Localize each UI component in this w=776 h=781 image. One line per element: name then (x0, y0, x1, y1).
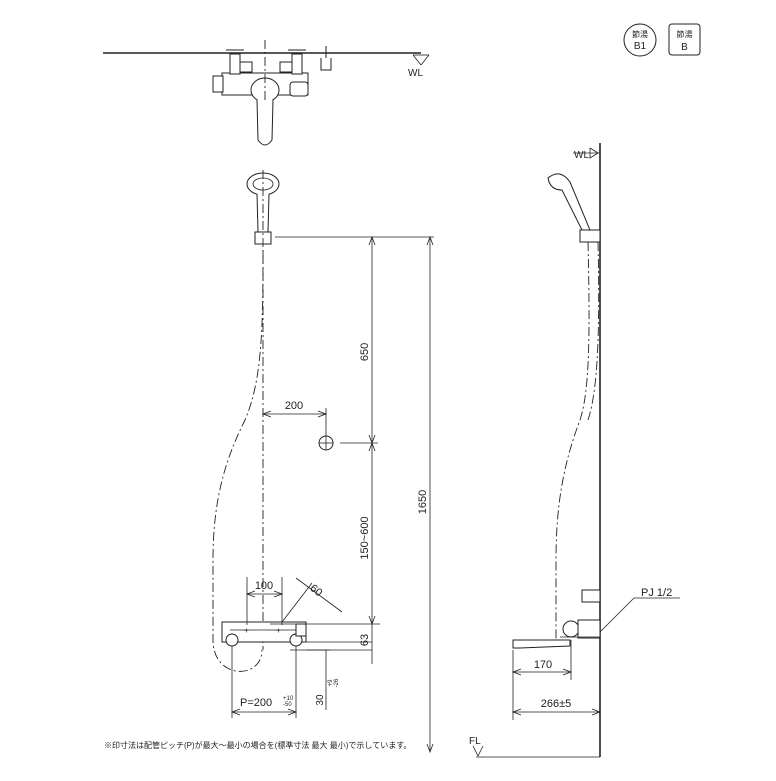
setsuyu-b1-badge: 節湯 B1 (623, 23, 657, 57)
dim-63: 63 (359, 634, 371, 646)
top-plan-view: WL (103, 40, 430, 146)
dim-170: 170 (534, 659, 552, 671)
dim-200: 200 (285, 400, 303, 412)
hose-side (555, 241, 590, 640)
fl-label: FL (469, 736, 481, 747)
dim-650: 650 (359, 343, 371, 361)
badge-b1-top: 節湯 (632, 29, 648, 39)
dim-30-tolerance: +9-26 (328, 678, 340, 687)
shower-head-side (547, 173, 591, 235)
pj-label: PJ 1/2 (641, 587, 672, 599)
svg-text:+: + (276, 626, 281, 635)
badge-b1-bottom: B1 (634, 41, 647, 52)
wl-label-top: WL (408, 68, 423, 79)
dim-150-600: 150~600 (359, 516, 371, 559)
spout-plan (256, 99, 274, 146)
front-elevation: + + (212, 170, 434, 672)
wl-label-side: WL (574, 150, 589, 161)
hook-plan (320, 58, 332, 71)
badge-b-bottom: B (681, 42, 688, 53)
hook-side (581, 589, 601, 603)
setsuyu-b-badge: 節湯 B (668, 23, 701, 56)
dim-p-tolerance: +10-50 (283, 696, 294, 708)
hose-front (212, 249, 264, 672)
slide-holder-side (579, 229, 601, 243)
spout-side (512, 639, 571, 649)
dim-266: 266±5 (541, 698, 572, 710)
svg-text:+: + (244, 626, 249, 635)
faucet-body-side (562, 620, 580, 638)
dim-30: 30 (315, 694, 326, 706)
dim-p-label: P=200 (240, 697, 272, 709)
side-elevation: WL PJ 1/2 FL 170 266±5 (469, 143, 680, 758)
footnote: ※印寸法は配管ピッチ(P)が最大～最小の場合を(標準寸法 最大 最小)で示してい… (104, 740, 411, 750)
dim-100: 100 (255, 580, 273, 592)
dim-1650: 1650 (417, 490, 429, 514)
badge-b-top: 節湯 (677, 29, 693, 39)
